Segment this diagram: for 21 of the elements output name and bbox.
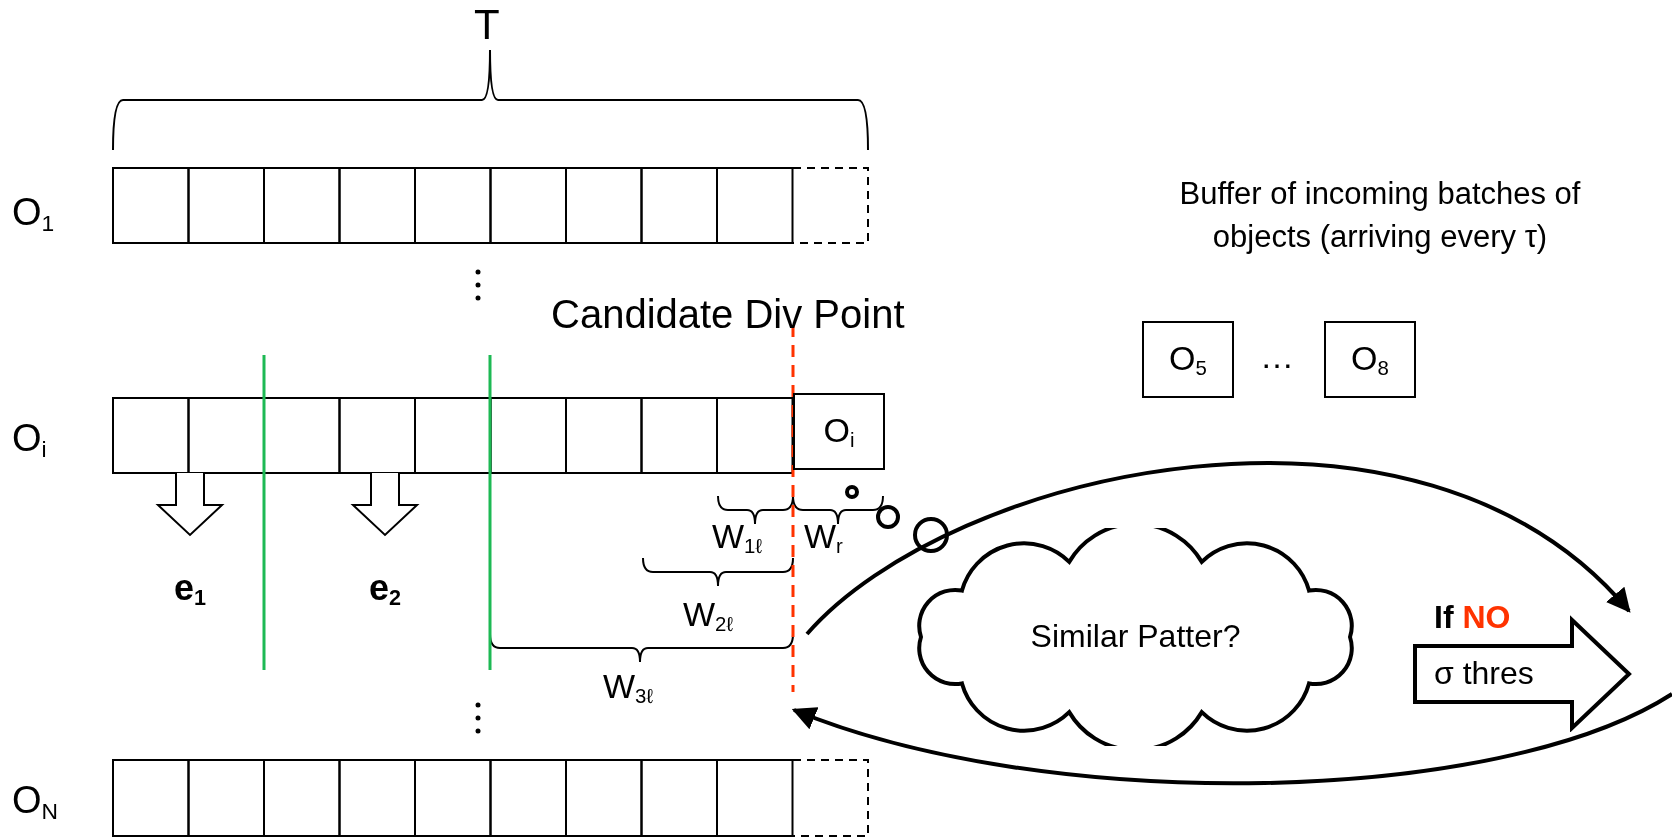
event-label: e$_{1}$ — [173, 567, 206, 610]
buffer-description: Buffer of incoming batches of objects (arriving every τ) — [1178, 175, 1582, 257]
threshold-label: σ thres — [1434, 656, 1534, 692]
window-label: W$_{1ℓ}$ — [712, 518, 763, 558]
event-label: e$_{2}$ — [368, 567, 401, 610]
window-label: W$_{r}$ — [804, 518, 843, 558]
window-label: W$_{2ℓ}$ — [683, 596, 734, 636]
division-point-label: Candidate Div Point — [551, 292, 905, 336]
ellipsis-text: … — [1260, 338, 1294, 376]
question-text: Similar Patter? — [1030, 619, 1241, 655]
object-box: O$_{i}$ — [793, 393, 885, 470]
window-label: W$_{3ℓ}$ — [603, 668, 654, 708]
block-arrow — [350, 472, 420, 537]
row-label: O$_{1}$ — [12, 192, 55, 236]
block-arrow — [155, 472, 225, 537]
condition-label: If NO — [1434, 600, 1511, 636]
row-label: O$_{i}$ — [12, 418, 47, 462]
row-label: O$_{N}$ — [12, 780, 59, 824]
object-box: O$_{8}$ — [1324, 321, 1416, 398]
object-box: O$_{5}$ — [1142, 321, 1234, 398]
dimension-label: T — [474, 2, 500, 49]
